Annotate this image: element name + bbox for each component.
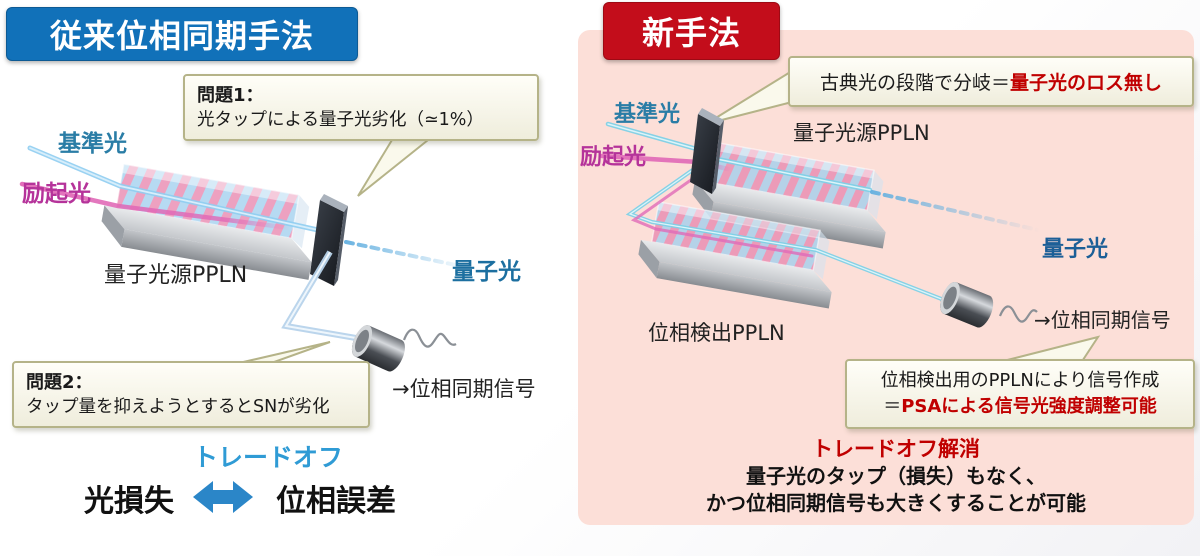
conclusion-line2: かつ位相同期信号も大きくすることが可能 bbox=[706, 491, 1086, 515]
quantum-source-ppln-label-left: 量子光源PPLN bbox=[104, 263, 248, 288]
beam-pump-left bbox=[19, 181, 293, 231]
psa-callout-line1: 位相検出用のPPLNにより信号作成 bbox=[880, 370, 1160, 391]
pump-light-label-right: 励起光 bbox=[580, 145, 647, 170]
branch-callout-red: 量子光のロス無し bbox=[1010, 72, 1163, 94]
problem1-title: 問題1： bbox=[197, 85, 264, 106]
problem1-callout: 問題1： 光タップによる量子光劣化（≃1%） bbox=[183, 74, 539, 141]
phase-error-term: 位相誤差 bbox=[276, 484, 396, 519]
conclusion-block: トレードオフ解消 量子光のタップ（損失）もなく、 かつ位相同期信号も大きくするこ… bbox=[598, 436, 1194, 517]
psa-callout-equals: ＝ bbox=[883, 396, 902, 417]
phase-sync-signal-label-right: →位相同期信号 bbox=[1034, 308, 1171, 332]
psa-callout-line2: ＝PSAによる信号光強度調整可能 bbox=[859, 394, 1181, 420]
beam-reference-left bbox=[27, 145, 330, 235]
beam-reflected-right bbox=[625, 160, 946, 302]
signal-wave-right bbox=[998, 305, 1038, 323]
branch-callout: 古典光の段階で分岐＝量子光のロス無し bbox=[788, 56, 1194, 107]
problem1-body: 光タップによる量子光劣化（≃1%） bbox=[197, 110, 484, 130]
reference-light-label-left: 基準光 bbox=[58, 131, 127, 157]
beam-quantum-dashed-right bbox=[870, 190, 1040, 232]
psa-callout-red: PSAによる信号光強度調整可能 bbox=[901, 396, 1157, 417]
beam-tapped-left bbox=[281, 250, 357, 341]
new-method-header: 新手法 bbox=[603, 2, 780, 60]
conventional-method-header: 従来位相同期手法 bbox=[6, 7, 358, 61]
psa-callout: 位相検出用のPPLNにより信号作成 ＝PSAによる信号光強度調整可能 bbox=[845, 359, 1195, 429]
beam-splitter-right bbox=[690, 108, 724, 194]
signal-wave-left bbox=[402, 328, 457, 348]
beam-quantum-dashed-left bbox=[344, 240, 472, 270]
phase-sync-signal-label-left: →位相同期信号 bbox=[392, 377, 536, 401]
problem2-body: タップ量を抑えようとするとSNが劣化 bbox=[26, 397, 330, 417]
beam-splitter-left bbox=[310, 194, 348, 286]
branch-callout-black: 古典光の段階で分岐＝ bbox=[819, 72, 1010, 94]
tradeoff-resolved-title: トレードオフ解消 bbox=[812, 437, 980, 461]
tradeoff-label: トレードオフ bbox=[192, 443, 343, 472]
problem2-title: 問題2： bbox=[26, 372, 93, 393]
phase-detect-ppln-label: 位相検出PPLN bbox=[648, 321, 785, 345]
optical-loss-term: 光損失 bbox=[84, 484, 174, 519]
pump-light-label-left: 励起光 bbox=[22, 181, 91, 207]
reference-light-label-right: 基準光 bbox=[614, 102, 681, 127]
quantum-light-label-left: 量子光 bbox=[452, 259, 521, 285]
problem2-callout: 問題2： タップ量を抑えようとするとSNが劣化 bbox=[12, 361, 370, 428]
quantum-source-ppln-label-right: 量子光源PPLN bbox=[793, 121, 930, 145]
quantum-light-label-right: 量子光 bbox=[1042, 237, 1109, 262]
tradeoff-double-arrow bbox=[193, 481, 253, 513]
conclusion-line1: 量子光のタップ（損失）もなく、 bbox=[746, 464, 1046, 488]
detector-right bbox=[936, 279, 998, 331]
